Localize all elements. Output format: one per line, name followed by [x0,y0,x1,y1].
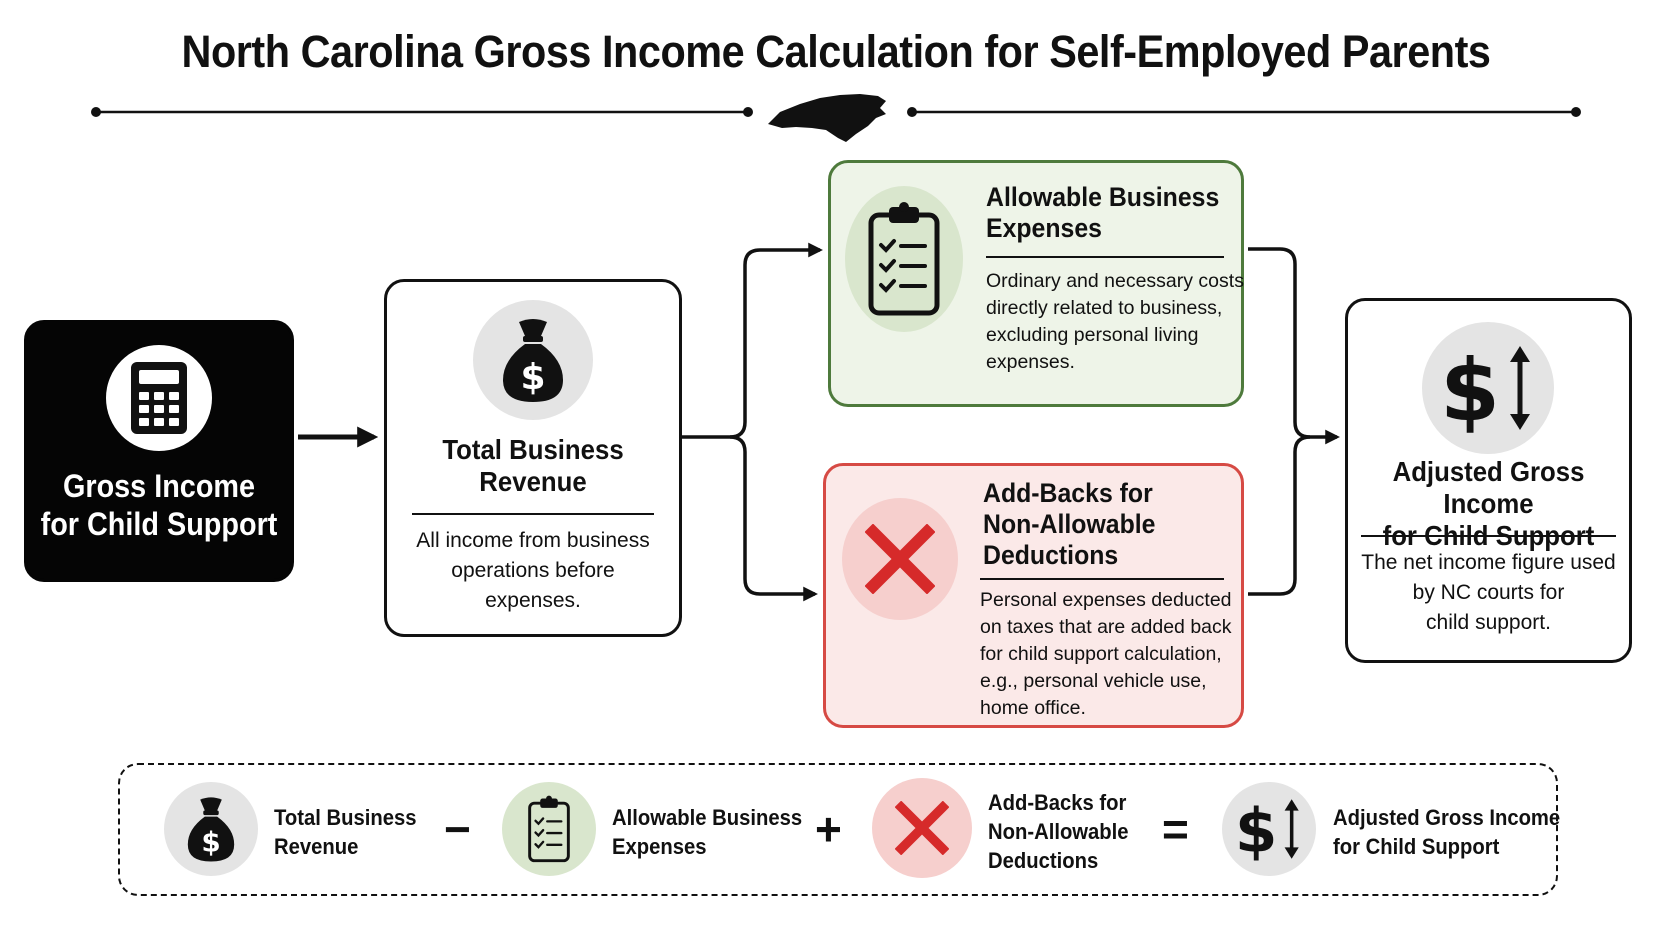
x-mark-icon-circle [842,498,958,620]
x-mark-icon [895,801,949,855]
svg-text:$: $ [1440,341,1500,436]
formula-term-allowable: Allowable Business Expenses [612,805,803,859]
add-backs-title: Add-Backs for Non-Allowable Deductions [983,478,1156,570]
formula-x-mark-circle [872,778,972,878]
revenue-divider [412,513,654,515]
money-bag-icon: $ [503,319,563,402]
revenue-description: All income from business operations befo… [416,529,650,612]
arrow-addback-to-adjusted [1248,435,1311,596]
formula-term-add-backs: Add-Backs for Non-Allowable Deductions [988,790,1129,873]
formula-plus: + [815,803,842,855]
adjusted-description: The net income figure used by NC courts … [1361,551,1616,634]
title-divider [91,107,1581,117]
x-mark-icon [865,524,935,594]
add-backs-divider [980,578,1224,580]
money-bag-icon-circle: $ [473,300,593,420]
formula-minus: − [444,803,471,855]
arrow-revenue-to-allowable [682,242,823,439]
arrow-revenue-to-addback [729,435,818,602]
formula-term-revenue: Total Business Revenue [274,805,417,859]
revenue-title: Total Business Revenue [442,434,624,497]
svg-text:$: $ [1235,796,1277,863]
formula-clipboard-circle [502,782,596,876]
north-carolina-map-icon [768,94,886,142]
arrow-allowable-to-adjusted [1248,247,1340,445]
allowable-description: Ordinary and necessary costs directly re… [986,270,1244,373]
calculator-icon-circle [106,345,212,451]
dollar-up-down-icon-circle: $ [1422,322,1554,454]
dollar-up-down-icon: $ [1440,341,1530,436]
adjusted-title: Adjusted Gross Income for Child Support [1382,456,1595,551]
gross-income-start-box [24,320,294,582]
dollar-up-down-icon: $ [1235,796,1299,863]
formula-money-bag-circle: $ [164,782,258,876]
formula-dollar-circle: $ [1222,782,1316,876]
calculator-icon [131,362,187,434]
add-backs-description: Personal expenses deducted on taxes that… [980,589,1232,719]
adjusted-gross-income-box [1345,298,1632,663]
money-bag-icon: $ [187,797,235,862]
clipboard-icon-circle [845,186,963,332]
formula-term-adjusted: Adjusted Gross Income for Child Support [1333,805,1561,859]
clipboard-checklist-icon [528,795,570,863]
formula-equals: = [1162,803,1189,855]
svg-text:$: $ [520,357,545,398]
allowable-title: Allowable Business Expenses [986,182,1220,243]
svg-text:$: $ [201,825,220,858]
clipboard-checklist-icon [868,202,940,316]
formula-summary [118,763,1558,896]
page-title: North Carolina Gross Income Calculation … [181,26,1491,77]
gross-income-title: Gross Income for Child Support [40,468,278,542]
allowable-divider [986,256,1224,258]
adjusted-divider [1361,535,1616,537]
